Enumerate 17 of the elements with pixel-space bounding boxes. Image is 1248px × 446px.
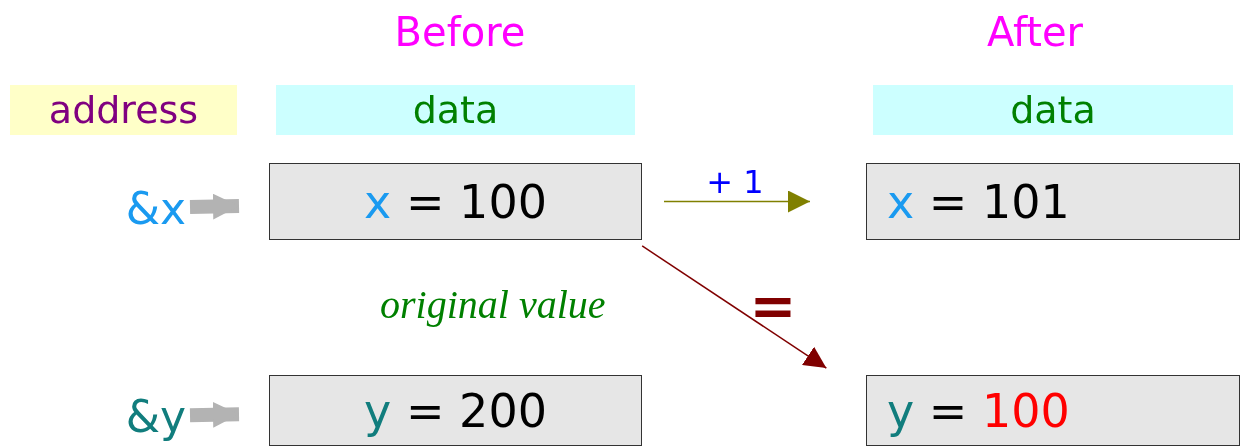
memory-cell: y = 100 <box>866 375 1240 446</box>
annotation: original value <box>380 285 606 325</box>
column-heading: After <box>986 12 1084 52</box>
address-label: &y <box>100 388 186 444</box>
arrow <box>189 401 240 428</box>
memory-cell: x = 101 <box>866 163 1240 240</box>
arrow <box>641 245 828 369</box>
column-heading: Before <box>394 12 526 52</box>
memory-cell: x = 100 <box>269 163 642 240</box>
header-band: data <box>276 85 635 135</box>
arrow <box>189 193 240 220</box>
header-band: address <box>10 85 237 135</box>
equals-sign: = <box>749 278 797 334</box>
arrow <box>663 190 811 213</box>
header-band: data <box>873 85 1233 135</box>
memory-cell: y = 200 <box>269 375 642 446</box>
address-label: &x <box>100 180 186 236</box>
